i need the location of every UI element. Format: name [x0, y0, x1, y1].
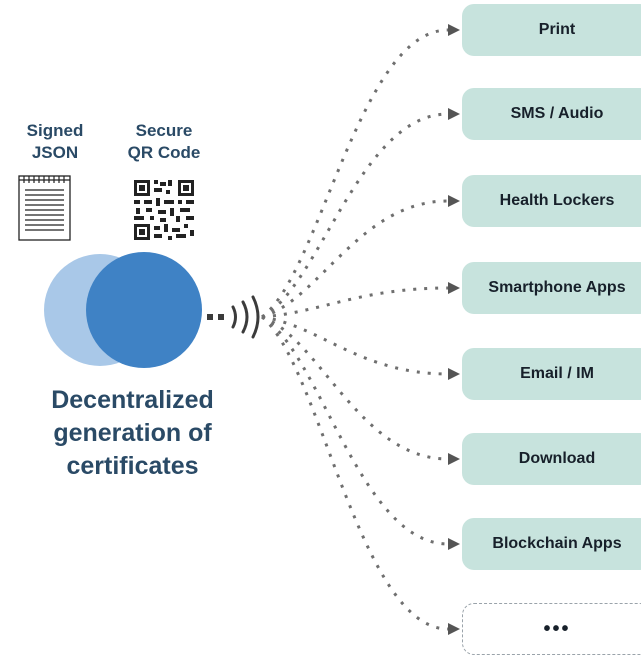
- qr-code-line2: QR Code: [127, 143, 201, 162]
- arrow-head: [448, 24, 460, 36]
- arrow-head: [448, 282, 460, 294]
- dotted-arrow: [261, 315, 449, 461]
- arrow-head: [448, 623, 460, 635]
- dest-label: Email / IM: [520, 365, 594, 382]
- signal-icon: [207, 295, 260, 339]
- document-icon: [18, 175, 71, 241]
- dest-box: Download: [462, 433, 641, 485]
- dest-label: Health Lockers: [499, 192, 615, 209]
- dest-label: Smartphone Apps: [488, 279, 626, 296]
- arrow-head: [448, 368, 460, 380]
- dest-label: Download: [518, 450, 596, 467]
- dest-label: Blockchain Apps: [492, 535, 622, 552]
- qr-code-label: Secure QR Code: [109, 120, 219, 164]
- dest-label: Print: [538, 21, 576, 38]
- dest-label: SMS / Audio: [510, 105, 604, 122]
- dotted-arrow: [261, 286, 449, 319]
- dotted-arrow: [261, 315, 449, 631]
- arrow-head: [448, 453, 460, 465]
- distribution-arrows: [261, 24, 460, 635]
- arrow-head: [448, 108, 460, 120]
- qr-code-icon: [134, 180, 194, 240]
- dotted-arrow: [261, 112, 449, 319]
- dest-box: Email / IM: [462, 348, 641, 400]
- arrow-head: [448, 538, 460, 550]
- dotted-arrow: [261, 199, 449, 319]
- qr-code-line1: Secure: [135, 121, 193, 140]
- caption: Decentralized generation of certificates: [51, 386, 214, 480]
- dest-box: Print: [462, 4, 641, 56]
- dest-box: Blockchain Apps: [462, 518, 641, 570]
- dotted-arrow: [261, 28, 449, 319]
- dest-box: SMS / Audio: [462, 88, 641, 140]
- arrow-head: [448, 195, 460, 207]
- front-circle: [86, 252, 202, 368]
- dotted-arrow: [261, 315, 449, 546]
- dest-more: •••: [462, 603, 641, 655]
- signed-json-line1: Signed: [26, 121, 84, 140]
- dest-label: •••: [543, 618, 571, 640]
- signed-json-label: Signed JSON: [0, 120, 110, 164]
- dest-box: Smartphone Apps: [462, 262, 641, 314]
- dest-box: Health Lockers: [462, 175, 641, 227]
- signed-json-line2: JSON: [31, 143, 79, 162]
- dotted-arrow: [261, 315, 449, 376]
